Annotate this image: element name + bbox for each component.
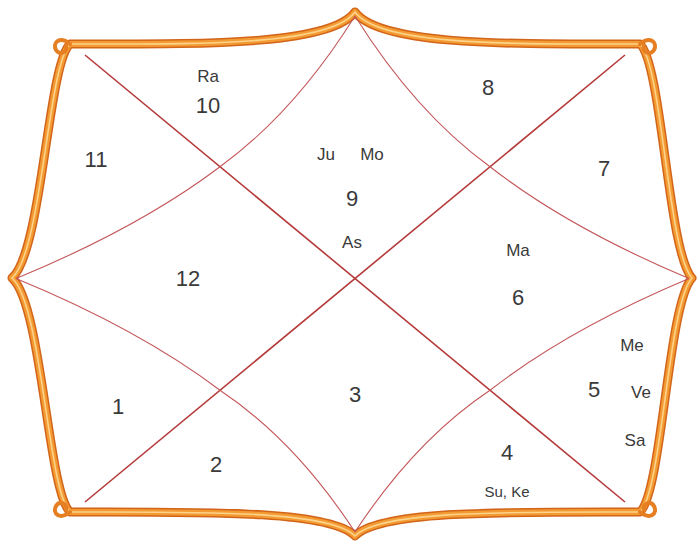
house-curve: [220, 16, 355, 167]
ornate-frame: [12, 12, 692, 536]
house-curve: [355, 390, 490, 532]
diagonal-line: [85, 55, 625, 502]
diagonal-line: [85, 55, 625, 502]
planet-label: Ve: [631, 384, 651, 403]
corner-curl: [640, 503, 655, 516]
planet-label: Mo: [360, 146, 384, 165]
house-curve: [16, 279, 220, 391]
frame-highlight: [12, 12, 692, 536]
sign-number: 12: [176, 267, 200, 291]
sign-number: 8: [482, 76, 494, 100]
house-curve: [490, 279, 689, 391]
sign-number: 10: [196, 94, 220, 118]
planet-label: As: [342, 234, 362, 253]
corner-curl: [55, 40, 70, 53]
house-curve: [490, 167, 689, 279]
planet-label: Ju: [317, 146, 335, 165]
house-lines: [16, 16, 689, 532]
frame-outline: [12, 12, 692, 536]
planet-label: Ra: [197, 68, 219, 87]
corner-curl: [640, 40, 655, 53]
planet-label: Ma: [506, 242, 530, 261]
planet-label: Su, Ke: [484, 484, 529, 501]
sign-number: 5: [588, 378, 600, 402]
sign-number: 2: [210, 453, 222, 477]
sign-number: 3: [349, 383, 361, 407]
planet-label: Me: [620, 337, 644, 356]
planet-label: Sa: [625, 432, 646, 451]
corner-curl: [55, 503, 70, 516]
house-curve: [355, 16, 490, 167]
sign-number: 11: [85, 148, 108, 172]
house-curve: [16, 167, 220, 279]
frame-band: [12, 12, 692, 536]
sign-number: 4: [501, 441, 513, 465]
sign-number: 9: [346, 187, 358, 211]
sign-number: 1: [112, 395, 124, 419]
house-curve: [220, 390, 355, 532]
sign-number: 7: [598, 157, 610, 181]
sign-number: 6: [512, 286, 524, 310]
